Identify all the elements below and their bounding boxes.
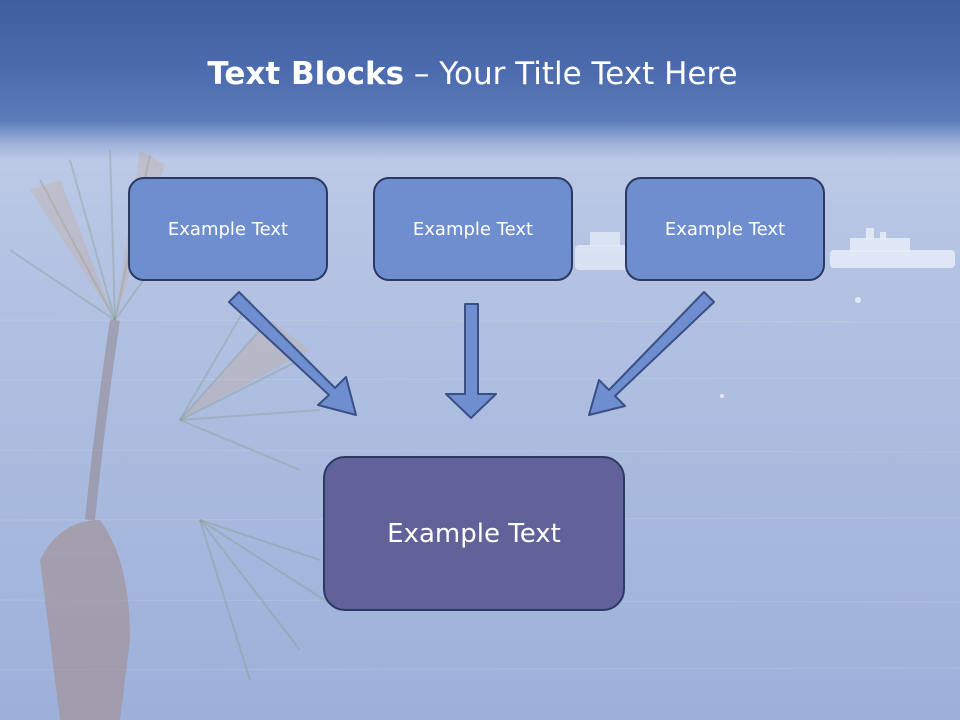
title-regular: Your Title Text Here [439, 56, 738, 92]
page-title: Text Blocks – Your Title Text Here [0, 54, 945, 94]
title-bold: Text Blocks [207, 56, 405, 92]
ship-right [830, 228, 955, 268]
title-separator: – [404, 56, 440, 92]
text-block-right-label: Example Text [664, 218, 786, 240]
text-block-main-label: Example Text [387, 518, 561, 549]
title-band [0, 0, 960, 160]
text-block-main: Example Text [323, 456, 625, 611]
text-block-left-label: Example Text [167, 218, 289, 240]
text-block-center: Example Text [373, 177, 573, 281]
text-block-right: Example Text [625, 177, 825, 281]
text-block-left: Example Text [128, 177, 328, 281]
text-block-center-label: Example Text [412, 218, 534, 240]
ship-left [575, 232, 635, 270]
